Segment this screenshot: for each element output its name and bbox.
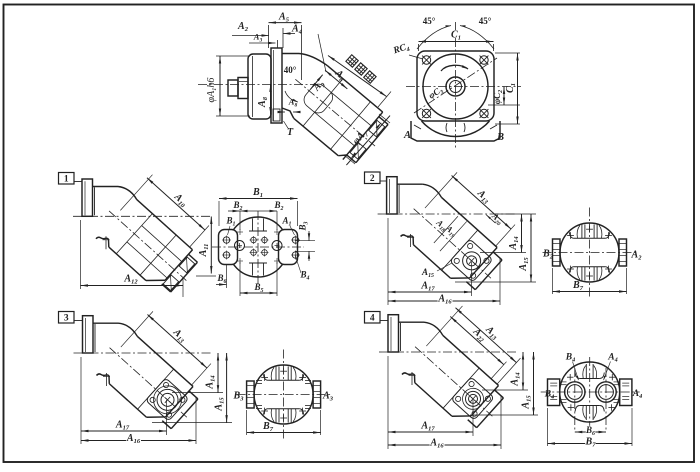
svg-text:φA1h6: φA1h6 [206, 78, 218, 103]
svg-text:B7: B7 [585, 437, 597, 449]
svg-text:4: 4 [370, 314, 375, 324]
svg-text:B5: B5 [254, 282, 264, 294]
svg-text:B2: B2 [233, 200, 243, 212]
svg-text:C1: C1 [451, 30, 461, 42]
svg-text:T: T [287, 127, 294, 138]
svg-text:A1: A1 [282, 216, 292, 228]
svg-text:40°: 40° [284, 65, 297, 75]
svg-text:A2: A2 [631, 250, 643, 262]
svg-text:A5: A5 [278, 12, 290, 24]
svg-text:45°: 45° [423, 16, 436, 26]
svg-text:B2: B2 [274, 200, 284, 212]
svg-text:1: 1 [64, 175, 69, 185]
svg-text:B4: B4 [300, 270, 310, 282]
svg-text:A4: A4 [632, 389, 642, 400]
svg-text:A3: A3 [253, 32, 263, 44]
svg-text:B: B [496, 132, 504, 143]
svg-text:A3: A3 [322, 391, 334, 403]
svg-text:B1: B1 [252, 187, 263, 199]
svg-text:B7: B7 [262, 421, 274, 433]
svg-text:3: 3 [64, 314, 69, 324]
svg-text:A4: A4 [607, 353, 617, 364]
svg-text:A8: A8 [288, 97, 298, 109]
svg-text:C1: C1 [505, 83, 517, 93]
svg-text:B6: B6 [585, 425, 595, 437]
svg-text:2: 2 [370, 174, 375, 184]
svg-text:45°: 45° [479, 16, 492, 26]
svg-text:B7: B7 [572, 280, 584, 292]
svg-text:A8: A8 [257, 96, 269, 108]
svg-text:B4: B4 [544, 390, 554, 401]
svg-text:B2: B2 [542, 249, 554, 261]
svg-text:B6: B6 [217, 273, 227, 285]
svg-text:A4: A4 [291, 24, 303, 36]
svg-text:A: A [403, 130, 411, 141]
svg-text:B3: B3 [233, 391, 245, 403]
svg-text:B1: B1 [226, 216, 236, 228]
svg-text:A2: A2 [237, 21, 249, 33]
svg-text:φC2: φC2 [492, 90, 504, 104]
svg-text:B3: B3 [298, 221, 310, 231]
svg-text:B4: B4 [565, 353, 575, 364]
